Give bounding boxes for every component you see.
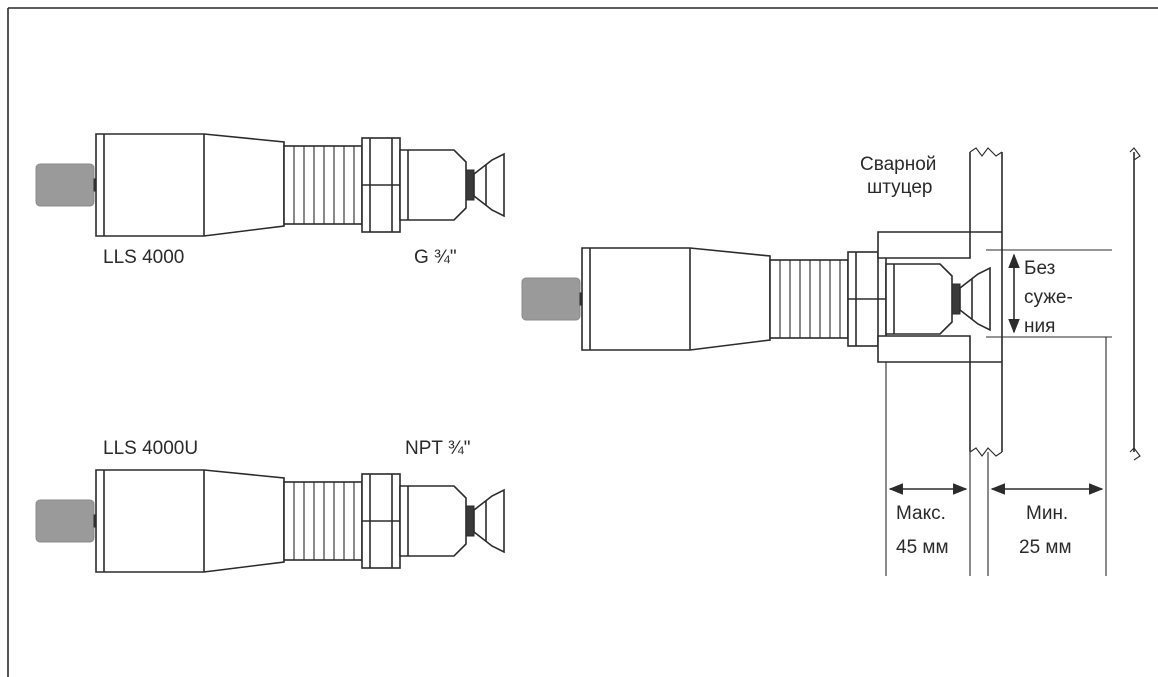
pipe-wall [969, 152, 1135, 452]
no-narrowing-label-line-2: суже- [1024, 287, 1073, 308]
no-narrowing-label-line-1: Без [1024, 258, 1055, 279]
installed-sensor-drawing [521, 247, 991, 351]
sensor-1-model-label: LLS 4000 [103, 247, 184, 268]
weld-socket-label-line-1: Сварной [860, 154, 936, 175]
max-dimension-value: 45 мм [896, 537, 949, 558]
sensor-1-thread-label: G ¾" [414, 247, 457, 268]
weld-socket [877, 231, 971, 259]
weld-socket-label-line-2: штуцер [867, 177, 932, 198]
sensor-2-model-label: LLS 4000U [103, 438, 198, 459]
sensor-lls-4000u-drawing [35, 469, 505, 573]
no-narrowing-label-line-3: ния [1024, 316, 1055, 337]
max-dimension-label: Макс. [896, 503, 946, 524]
sensor-lls-4000-drawing [35, 133, 505, 237]
min-dimension-value: 25 мм [1019, 537, 1072, 558]
min-dimension-label: Мин. [1026, 503, 1068, 524]
sensor-2-thread-label: NPT ¾" [405, 438, 471, 459]
